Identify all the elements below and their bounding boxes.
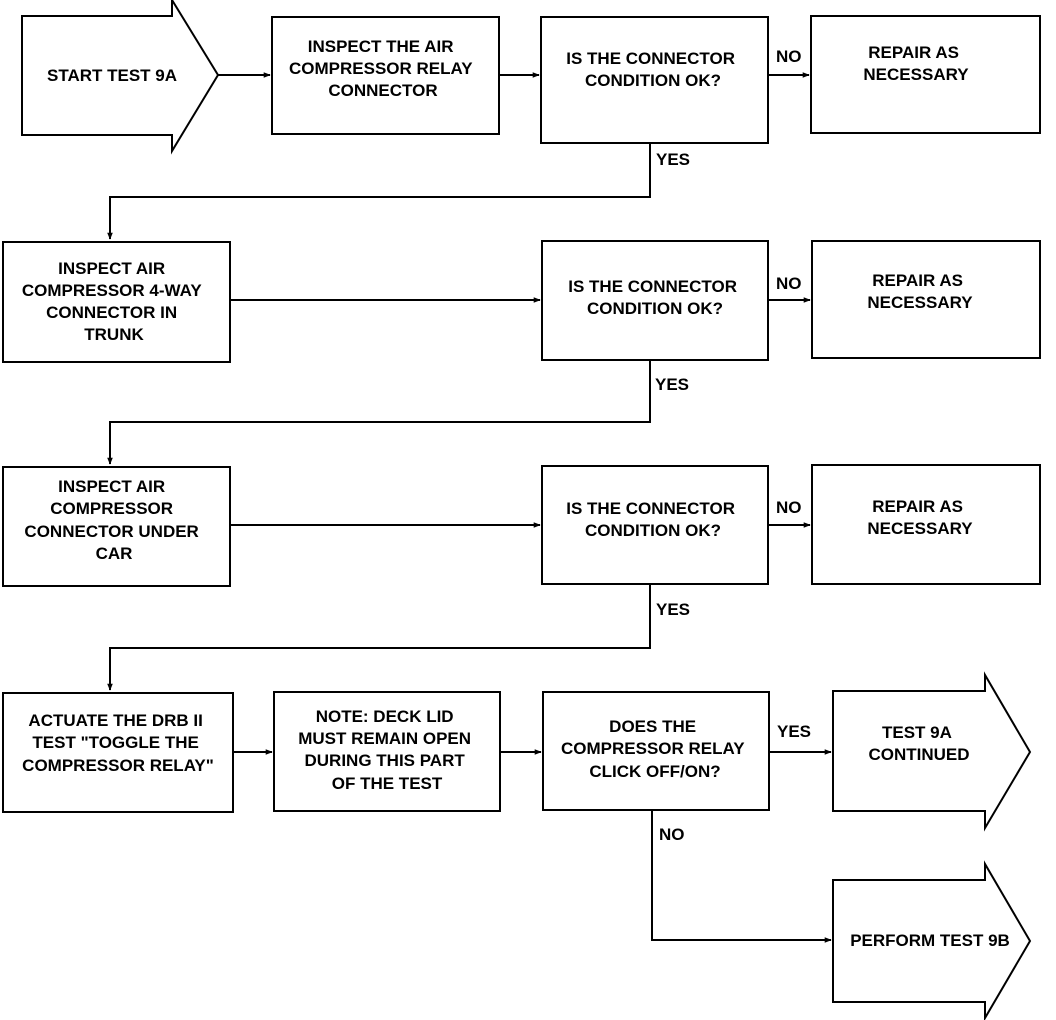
edge-q1-yes xyxy=(107,143,651,240)
inspect-under-car-connector-node xyxy=(2,466,231,587)
test-9a-continued-node xyxy=(832,671,1032,832)
inspect-4way-connector-node xyxy=(2,241,231,363)
test-9a-continued-label: TEST 9A CONTINUED xyxy=(868,723,969,764)
edge-label-q3-no: NO xyxy=(776,498,802,517)
repair-node-3-label: REPAIR AS NECESSARY xyxy=(867,497,973,538)
perform-test-9b-label: PERFORM TEST 9B xyxy=(850,931,1010,950)
decision-node-3-label: IS THE CONNECTOR CONDITION OK? xyxy=(566,499,740,540)
edge-label-q1-yes: YES xyxy=(656,150,690,169)
edge-label-q4-yes: YES xyxy=(777,722,811,741)
actuate-drb-node xyxy=(2,692,234,813)
decision-node-1-label: IS THE CONNECTOR CONDITION OK? xyxy=(566,49,740,90)
edge-q4-no xyxy=(651,810,832,943)
inspect-relay-connector-label: INSPECT THE AIR COMPRESSOR RELAY CONNECT… xyxy=(289,37,477,100)
edge-label-q3-yes: YES xyxy=(656,600,690,619)
repair-node-3 xyxy=(811,464,1041,585)
decision-node-4-label: DOES THE COMPRESSOR RELAY CLICK OFF/ON? xyxy=(561,717,749,781)
repair-node-1 xyxy=(810,15,1041,134)
edge-label-q2-yes: YES xyxy=(655,375,689,394)
edge-label-q1-no: NO xyxy=(776,47,802,66)
decision-node-4 xyxy=(542,691,770,811)
perform-test-9b-node xyxy=(832,860,1032,1020)
start-node xyxy=(21,0,220,155)
inspect-relay-connector-node xyxy=(271,16,500,135)
repair-node-2-label: REPAIR AS NECESSARY xyxy=(867,271,973,312)
edge-label-q4-no: NO xyxy=(659,825,685,844)
inspect-under-car-connector-label: INSPECT AIR COMPRESSOR CONNECTOR UNDER C… xyxy=(24,477,203,563)
repair-node-2 xyxy=(811,240,1041,359)
decision-node-1 xyxy=(540,16,769,144)
repair-node-1-label: REPAIR AS NECESSARY xyxy=(863,43,969,84)
edge-q2-yes xyxy=(107,360,651,465)
edge-label-q2-no: NO xyxy=(776,274,802,293)
inspect-4way-connector-label: INSPECT AIR COMPRESSOR 4-WAY CONNECTOR I… xyxy=(22,259,206,344)
decision-node-2-label: IS THE CONNECTOR CONDITION OK? xyxy=(568,277,742,318)
start-node-label: START TEST 9A xyxy=(47,66,177,85)
decision-node-3 xyxy=(541,465,769,585)
actuate-drb-label: ACTUATE THE DRB II TEST "TOGGLE THE COMP… xyxy=(22,711,214,775)
note-label: NOTE: DECK LID MUST REMAIN OPEN DURING T… xyxy=(298,707,476,793)
edge-q3-yes xyxy=(107,584,651,691)
